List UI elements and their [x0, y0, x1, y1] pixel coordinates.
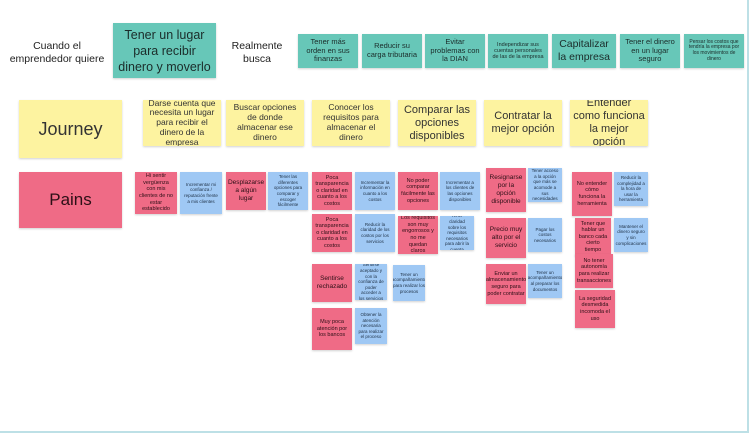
pain-note[interactable]: La seguridad desmedida incomoda el uso [575, 290, 615, 328]
journey-step[interactable]: Contratar la mejor opción [484, 100, 562, 146]
journey-step[interactable]: Conocer los requisitos para almacenar el… [312, 100, 390, 146]
gain-note[interactable]: Tener acceso a la opción que más se acom… [528, 168, 562, 202]
want-note[interactable]: Independizar sus cuentas personales de l… [488, 34, 548, 68]
pain-note[interactable]: Poca transparencia o claridad en cuanto … [312, 214, 352, 252]
gain-note[interactable]: Incrementar la información en cuanto a l… [355, 172, 395, 210]
journey-step[interactable]: Entender como funciona la mejor opción [570, 100, 648, 146]
pain-note[interactable]: Tener que hablar un banco cada cierto ti… [575, 218, 611, 256]
pain-note[interactable]: Enviar un almacenamiento seguro para pod… [486, 264, 526, 304]
journey-label[interactable]: Journey [19, 100, 122, 158]
gain-note[interactable]: Reducir la claridad de los costos por lo… [355, 214, 395, 252]
pain-note[interactable]: No entender cómo funciona la herramienta [572, 172, 612, 216]
gain-note[interactable]: Tener claridad sobre los requisitos nece… [440, 216, 474, 250]
pain-note[interactable]: No poder comparar fácilmente las opcione… [398, 172, 438, 210]
pain-note[interactable]: Resignarse por la opción disponible [486, 168, 526, 212]
pain-note[interactable]: Desplazarse a algún lugar [226, 172, 266, 210]
gain-note[interactable]: Reducir la complejidad a la hora de usar… [614, 172, 648, 206]
want-note[interactable]: Pensar los costos que tendría la empresa… [684, 34, 744, 68]
want-note[interactable]: Evitar problemas con la DIAN [425, 34, 485, 68]
want-note[interactable]: Tener más orden en sus finanzas [298, 34, 358, 68]
want-note[interactable]: Reducir su carga tributaria [362, 34, 422, 68]
gain-note[interactable]: Incrementar a los clientes de las opcion… [440, 172, 480, 210]
pain-note[interactable]: Precio muy alto por el servicio [486, 218, 526, 258]
row-label-really: Realmente busca [231, 40, 283, 65]
gain-note[interactable]: Obtener la atención necesaria para reali… [355, 308, 387, 344]
want-note[interactable]: Capitalizar la empresa [552, 34, 616, 68]
pain-note[interactable]: Hi sentir vergüenza con mis clientes de … [135, 172, 177, 214]
journey-step[interactable]: Comparar las opciones disponibles [398, 100, 476, 146]
journey-step[interactable]: Darse cuenta que necesita un lugar para … [143, 100, 221, 146]
gain-note[interactable]: Incrementar mi confianza / reputación fr… [180, 172, 222, 214]
row-label-when: Cuando el emprendedor quiere [9, 40, 105, 65]
gain-note[interactable]: Pagar los costos necesarios [528, 218, 562, 252]
pain-note[interactable]: Sentirse rechazado [312, 264, 352, 302]
pain-note[interactable]: No tener autonomía para realizar transac… [575, 254, 613, 288]
pain-note[interactable]: Los requisitos son muy engorrosos y no m… [398, 216, 438, 254]
pain-note[interactable]: Poca transparencia o claridad en cuanto … [312, 172, 352, 210]
pain-note[interactable]: Muy poca atención por los bancos [312, 308, 352, 350]
gain-note[interactable]: Tener un acompañamiento para realizar lo… [393, 265, 425, 301]
gain-note[interactable]: Tener las diferentes opciones para compa… [268, 172, 308, 210]
gain-note[interactable]: Sentirse aceptado y con la confianza de … [355, 264, 387, 300]
gain-note[interactable]: Mantener el dinero seguro y sin complica… [614, 218, 648, 252]
pains-label[interactable]: Pains [19, 172, 122, 228]
want-note[interactable]: Tener un lugar para recibir dinero y mov… [113, 23, 216, 78]
journey-step[interactable]: Buscar opciones de donde almacenar ese d… [226, 100, 304, 146]
gain-note[interactable]: Tener un acompañamiento al preparar los … [528, 264, 562, 298]
want-note[interactable]: Tener el dinero en un lugar seguro [620, 34, 680, 68]
